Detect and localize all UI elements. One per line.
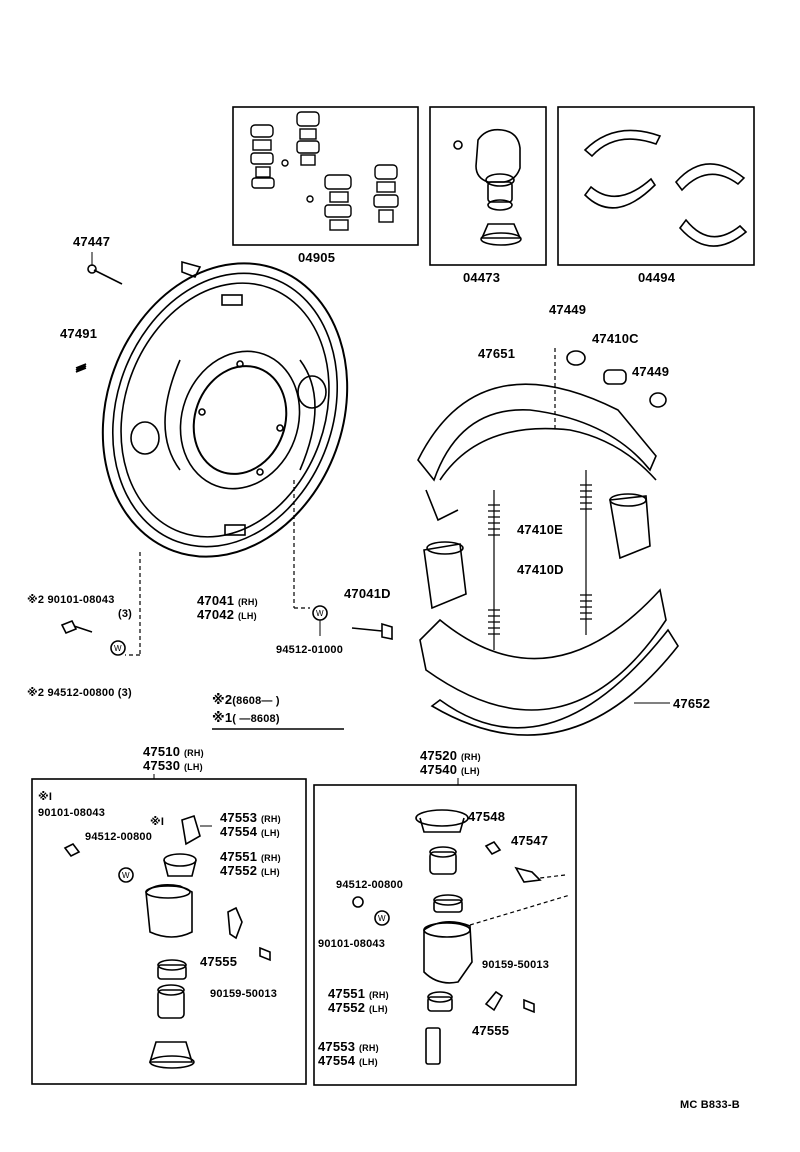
left-label-47554: 47554 (LH) [220, 824, 280, 839]
left-label-90159-50013: 90159-50013 [210, 988, 278, 1000]
part-label-47652: 47652 [673, 696, 711, 711]
left-assy-title-47510: 47510 (RH) [143, 744, 204, 759]
left-mark-2: ※I [150, 816, 165, 828]
svg-text:W: W [114, 644, 122, 653]
svg-text:W: W [378, 914, 386, 923]
right-label-47547: 47547 [511, 833, 549, 848]
left-assy-title-47530: 47530 (LH) [143, 758, 203, 773]
legend-line-2: ※2(8608— ) [212, 692, 280, 708]
part-label-47449-top: 47449 [549, 302, 587, 317]
left-cylinder-box-drawing: W [31, 774, 307, 1085]
part-label-47410d: 47410D [517, 562, 564, 577]
part-label-47447: 47447 [73, 234, 111, 249]
part-label-94512-01000: 94512-01000 [276, 644, 344, 656]
left-label-47552: 47552 (LH) [220, 863, 280, 878]
upper-shoe-47651-drawing [417, 383, 657, 522]
right-washer-label: 94512-00800 [336, 879, 404, 891]
left-label-47555: 47555 [200, 954, 238, 969]
part-label-47041: 47041 (RH) [197, 593, 258, 608]
right-label-90159-50013: 90159-50013 [482, 959, 550, 971]
left-washer-label: 94512-00800 [85, 831, 153, 843]
right-assy-title-47540: 47540 (LH) [420, 762, 480, 777]
bolt-47447-drawing [87, 252, 123, 285]
part-label-47491: 47491 [60, 326, 98, 341]
part-label-47651: 47651 [478, 346, 516, 361]
shoe-kit-04494-drawing [557, 106, 755, 266]
part-label-47410c: 47410C [592, 331, 639, 346]
kit-label-04905: 04905 [298, 250, 336, 265]
right-label-47552: 47552 (LH) [328, 1000, 388, 1015]
kit-label-04494: 04494 [638, 270, 676, 285]
right-label-47555: 47555 [472, 1023, 510, 1038]
left-label-47551: 47551 (RH) [220, 849, 281, 864]
left-bolt-label: 90101-08043 [38, 807, 106, 819]
left-label-47553: 47553 (RH) [220, 810, 281, 825]
part-label-47042: 47042 (LH) [197, 607, 257, 622]
wheel-cylinders-on-shoes-drawing [423, 493, 651, 610]
part-label-90101-08043-top: ※2 90101-08043 [27, 594, 115, 606]
legend-line-1: ※1( —8608) [212, 710, 280, 726]
lower-shoe-47652-drawing [419, 588, 679, 736]
right-cylinder-box-drawing: W [313, 778, 577, 1086]
svg-text:W: W [316, 609, 324, 618]
part-label-qty-3: (3) [118, 608, 133, 620]
part-label-47410e: 47410E [517, 522, 564, 537]
right-label-47554: 47554 (LH) [318, 1053, 378, 1068]
right-assy-title-47520: 47520 (RH) [420, 748, 481, 763]
part-label-47449-bottom: 47449 [632, 364, 670, 379]
kit-label-04473: 04473 [463, 270, 501, 285]
right-bolt-label: 90101-08043 [318, 938, 386, 950]
return-springs-drawing [488, 470, 592, 650]
cylinder-kit-04905-drawing [232, 106, 419, 246]
spring-47491-drawing [75, 363, 87, 373]
svg-text:W: W [122, 871, 130, 880]
part-label-94512-00800-top: ※2 94512-00800 (3) [27, 687, 132, 699]
right-label-47553: 47553 (RH) [318, 1039, 379, 1054]
adjuster-hardware-drawing [566, 350, 667, 408]
backing-plate-drawing [101, 260, 349, 558]
diagram-code: MC B833-B [680, 1099, 740, 1111]
part-label-47041d: 47041D [344, 586, 391, 601]
left-mark-1: ※I [38, 791, 53, 803]
right-label-47551: 47551 (RH) [328, 986, 389, 1001]
bolt-and-washer-drawing: W W [60, 605, 393, 656]
cylinder-kit-04473-drawing [429, 106, 547, 266]
right-label-47548: 47548 [468, 809, 506, 824]
